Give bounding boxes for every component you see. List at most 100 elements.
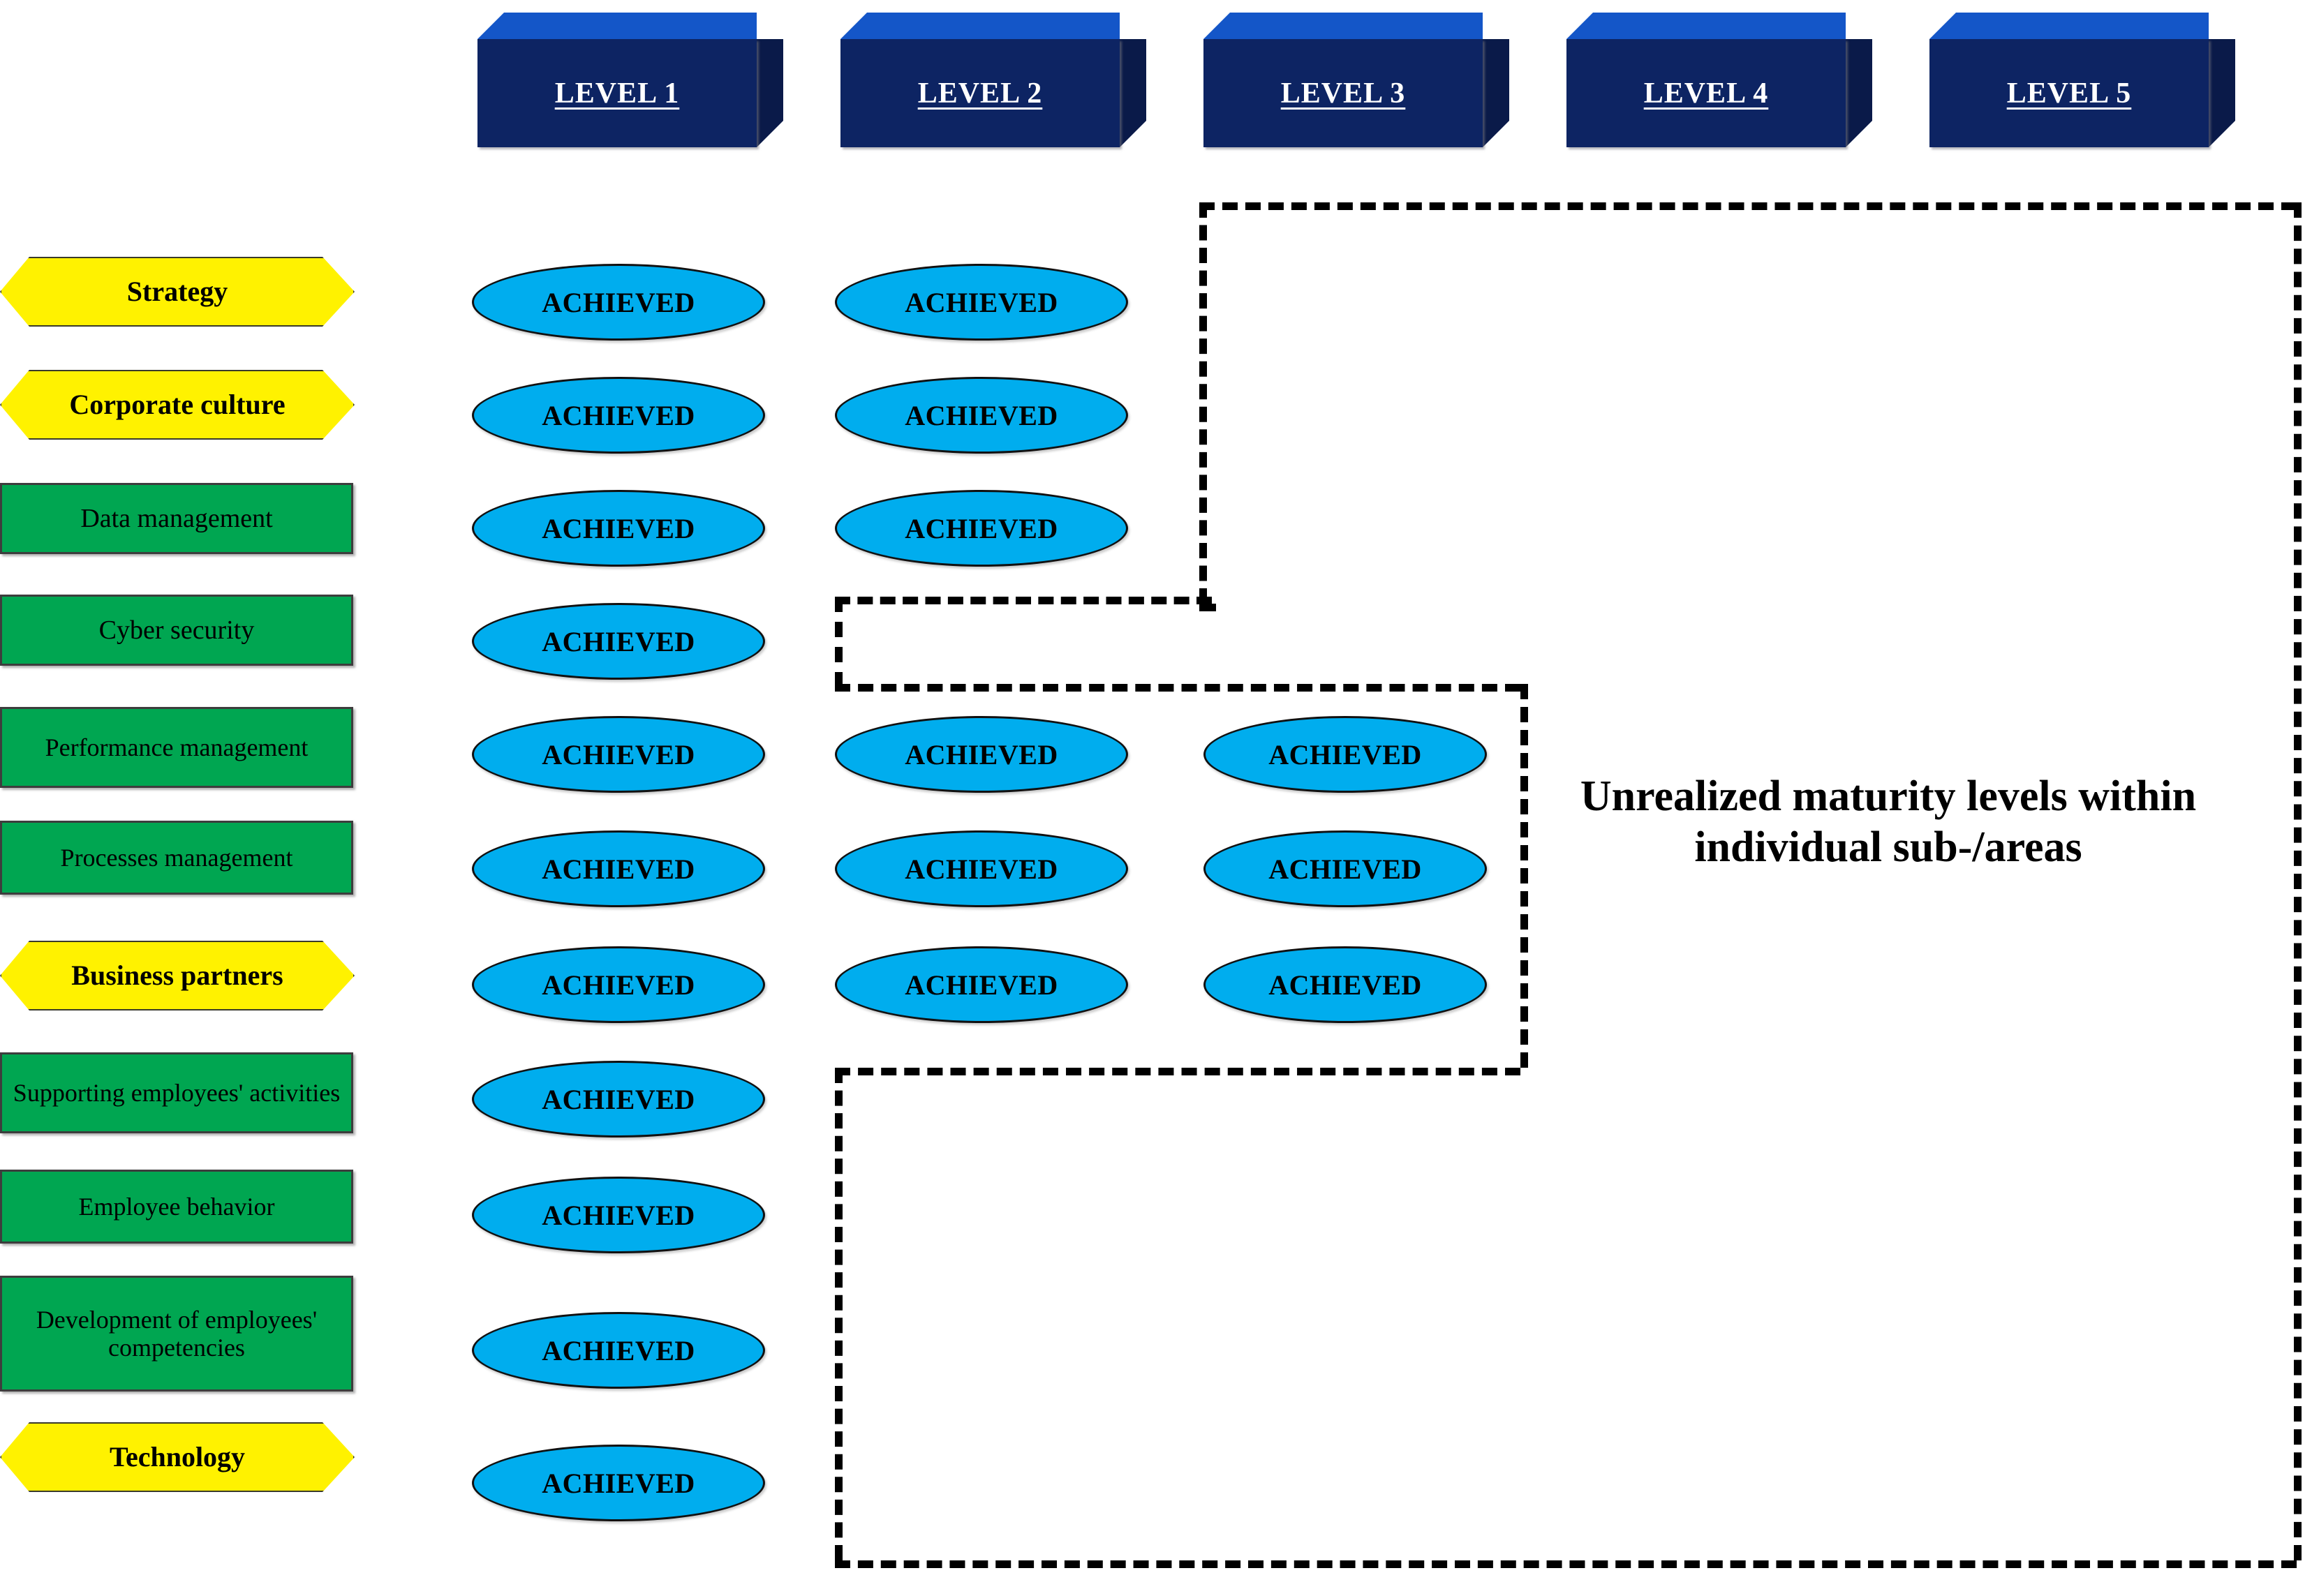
unrealized-region-middle: [835, 684, 1528, 1075]
achieved-label: ACHIEVED: [905, 969, 1058, 1001]
level-box-label-1: LEVEL 1: [554, 77, 680, 110]
achieved-label: ACHIEVED: [905, 853, 1058, 885]
area-label-data-management[interactable]: Data management: [0, 483, 353, 554]
unrealized-region-top: [1199, 202, 2297, 611]
area-label-processes-management[interactable]: Processes management: [0, 821, 353, 895]
achieved-label: ACHIEVED: [542, 1199, 695, 1231]
achieved-development-of-employees-competencies-level-1[interactable]: ACHIEVED: [472, 1312, 765, 1389]
achieved-processes-management-level-2[interactable]: ACHIEVED: [835, 830, 1128, 907]
region-edge-top: [835, 597, 1212, 604]
achieved-strategy-level-2[interactable]: ACHIEVED: [835, 264, 1128, 341]
level-box-4[interactable]: LEVEL 4: [1566, 13, 1846, 147]
area-label-employee-behavior[interactable]: Employee behavior: [0, 1170, 353, 1244]
achieved-label: ACHIEVED: [542, 969, 695, 1001]
achieved-label: ACHIEVED: [1268, 738, 1422, 770]
achieved-label: ACHIEVED: [542, 625, 695, 657]
unrealized-maturity-note-text: Unrealized maturity levels within indivi…: [1580, 773, 2197, 872]
achieved-label: ACHIEVED: [542, 286, 695, 318]
area-label-corporate-culture[interactable]: Corporate culture: [0, 370, 355, 440]
region-edge-left: [1199, 202, 1207, 604]
achieved-performance-management-level-1[interactable]: ACHIEVED: [472, 716, 765, 793]
area-label-performance-management[interactable]: Performance management: [0, 707, 353, 788]
level-box-label-2: LEVEL 2: [917, 77, 1043, 110]
region-edge-right: [1520, 684, 1528, 1068]
area-label-text: Supporting employees' activities: [13, 1078, 341, 1107]
achieved-label: ACHIEVED: [905, 512, 1058, 544]
level-box-side-face: [1120, 39, 1146, 147]
area-label-technology[interactable]: Technology: [0, 1422, 355, 1492]
achieved-label: ACHIEVED: [905, 399, 1058, 431]
level-box-front-face: [1929, 39, 2209, 147]
level-box-top-face: [867, 13, 1120, 39]
area-label-text: Technology: [109, 1440, 246, 1472]
achieved-cyber-security-level-1[interactable]: ACHIEVED: [472, 603, 765, 680]
achieved-label: ACHIEVED: [542, 853, 695, 885]
achieved-employee-behavior-level-1[interactable]: ACHIEVED: [472, 1177, 765, 1253]
level-box-side-face: [1846, 39, 1872, 147]
achieved-corporate-culture-level-1[interactable]: ACHIEVED: [472, 377, 765, 454]
level-box-top-bevel-icon: [1929, 13, 1956, 39]
region-edge-bottom: [1199, 604, 1216, 611]
level-box-top-face: [504, 13, 757, 39]
achieved-business-partners-level-1[interactable]: ACHIEVED: [472, 946, 765, 1023]
achieved-business-partners-level-3[interactable]: ACHIEVED: [1203, 946, 1487, 1023]
achieved-label: ACHIEVED: [542, 512, 695, 544]
achieved-technology-level-1[interactable]: ACHIEVED: [472, 1445, 765, 1521]
area-label-text: Performance management: [45, 733, 309, 761]
area-label-cyber-security[interactable]: Cyber security: [0, 595, 353, 666]
level-box-label-3: LEVEL 3: [1280, 77, 1406, 110]
achieved-strategy-level-1[interactable]: ACHIEVED: [472, 264, 765, 341]
level-box-2[interactable]: LEVEL 2: [840, 13, 1120, 147]
area-label-text: Employee behavior: [78, 1192, 275, 1221]
achieved-performance-management-level-2[interactable]: ACHIEVED: [835, 716, 1128, 793]
area-label-text: Business partners: [71, 959, 283, 991]
level-box-top-bevel-icon: [1566, 13, 1593, 39]
area-label-text: Strategy: [126, 275, 228, 307]
achieved-data-management-level-1[interactable]: ACHIEVED: [472, 490, 765, 567]
area-label-development-of-employees-competencies[interactable]: Development of employees' competencies: [0, 1276, 353, 1392]
region-edge-top: [835, 684, 1520, 692]
region-edge-left: [835, 597, 843, 687]
unrealized-maturity-note: Unrealized maturity levels within indivi…: [1543, 771, 2234, 873]
level-box-5[interactable]: LEVEL 5: [1929, 13, 2209, 147]
level-box-top-face: [1593, 13, 1846, 39]
achieved-supporting-employees-activities-level-1[interactable]: ACHIEVED: [472, 1061, 765, 1138]
level-box-3[interactable]: LEVEL 3: [1203, 13, 1483, 147]
level-box-side-face: [2209, 39, 2235, 147]
achieved-label: ACHIEVED: [1268, 853, 1422, 885]
achieved-processes-management-level-1[interactable]: ACHIEVED: [472, 830, 765, 907]
area-label-business-partners[interactable]: Business partners: [0, 941, 355, 1010]
area-label-supporting-employees-activities[interactable]: Supporting employees' activities: [0, 1052, 353, 1133]
unrealized-region-bottom: [835, 1068, 2297, 1568]
region-edge-top: [1199, 202, 2297, 210]
achieved-corporate-culture-level-2[interactable]: ACHIEVED: [835, 377, 1128, 454]
achieved-label: ACHIEVED: [542, 399, 695, 431]
level-box-front-face: [1566, 39, 1846, 147]
achieved-data-management-level-2[interactable]: ACHIEVED: [835, 490, 1128, 567]
achieved-label: ACHIEVED: [542, 1334, 695, 1366]
level-box-1[interactable]: LEVEL 1: [477, 13, 757, 147]
level-box-front-face: [840, 39, 1120, 147]
achieved-label: ACHIEVED: [905, 286, 1058, 318]
level-box-label-5: LEVEL 5: [2006, 77, 2132, 110]
level-box-side-face: [757, 39, 783, 147]
unrealized-region-right-edge: [2294, 202, 2302, 1560]
area-label-text: Data management: [80, 503, 273, 533]
level-box-top-face: [1230, 13, 1483, 39]
level-box-top-face: [1956, 13, 2209, 39]
region-edge-left: [835, 1068, 843, 1560]
area-label-text: Development of employees' competencies: [36, 1305, 318, 1362]
region-edge-bottom: [835, 1560, 2297, 1568]
achieved-processes-management-level-3[interactable]: ACHIEVED: [1203, 830, 1487, 907]
achieved-label: ACHIEVED: [1268, 969, 1422, 1001]
level-box-top-bevel-icon: [477, 13, 504, 39]
region-edge-bottom: [835, 1068, 1520, 1075]
achieved-label: ACHIEVED: [542, 1083, 695, 1115]
region-edge-right: [2294, 202, 2302, 1560]
achieved-label: ACHIEVED: [905, 738, 1058, 770]
achieved-performance-management-level-3[interactable]: ACHIEVED: [1203, 716, 1487, 793]
level-box-top-bevel-icon: [840, 13, 867, 39]
area-label-strategy[interactable]: Strategy: [0, 257, 355, 327]
achieved-business-partners-level-2[interactable]: ACHIEVED: [835, 946, 1128, 1023]
